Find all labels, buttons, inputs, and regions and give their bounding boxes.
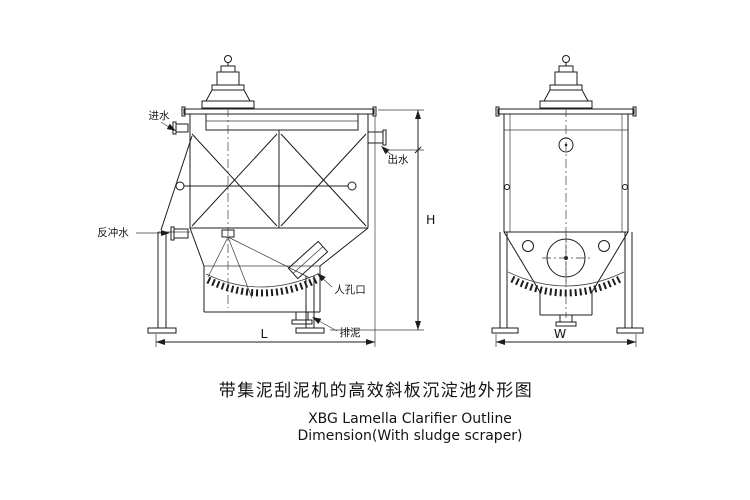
dim-width: W [495, 326, 637, 347]
outlet-label: 出水 [388, 153, 409, 166]
sludge-leader [312, 317, 338, 332]
sludge-scraper-side [507, 271, 625, 297]
drive-motor-side [539, 55, 593, 109]
front-view: 进水 出水 反冲水 人孔口 排泥 [97, 55, 435, 347]
inlet-leader [160, 121, 176, 131]
sludge-label: 排泥 [340, 326, 361, 339]
dim-width-label: W [554, 326, 566, 341]
sludge-drain-front [291, 312, 313, 325]
sludge-drain-side [555, 315, 577, 327]
side-port-right [598, 240, 610, 252]
outlet-nozzle [367, 129, 387, 146]
dim-length: L [155, 116, 376, 347]
dim-length-label: L [261, 326, 268, 341]
support-legs-side [491, 232, 644, 334]
inlet-nozzle [172, 121, 189, 135]
hopper-front [189, 227, 369, 313]
manhole-circle [542, 234, 590, 282]
sludge-scraper-front [205, 229, 319, 299]
inlet-label: 进水 [149, 110, 170, 122]
manhole-chute [287, 240, 329, 280]
manhole-leader [317, 273, 333, 288]
side-view: W [491, 55, 644, 347]
drive-motor-front [201, 55, 255, 109]
support-legs-front [147, 135, 325, 334]
dim-height-label: H [426, 212, 435, 227]
dim-height: H [330, 109, 435, 331]
backwash-leader [136, 230, 170, 236]
backwash-label: 反冲水 [97, 226, 129, 239]
launder-trough [205, 113, 359, 131]
title-english-1: XBG Lamella Clarifier Outline [308, 411, 512, 427]
title-block: 带集泥刮泥机的高效斜板沉淀池外形图 XBG Lamella Clarifier … [219, 381, 534, 444]
truss-bracing [175, 130, 367, 228]
outlet-leader [381, 146, 394, 157]
side-port-left [522, 240, 534, 252]
title-english-2: Dimension(With sludge scraper) [297, 428, 522, 444]
backwash-nozzle [170, 226, 189, 241]
manhole-label: 人孔口 [334, 283, 366, 296]
title-chinese: 带集泥刮泥机的高效斜板沉淀池外形图 [219, 381, 534, 401]
